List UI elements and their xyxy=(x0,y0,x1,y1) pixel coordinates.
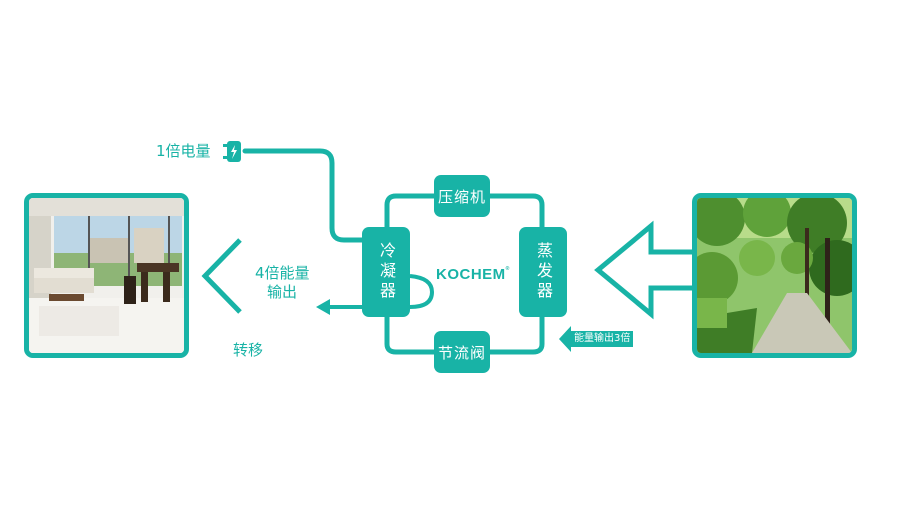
evaporator-box: 蒸发器 xyxy=(519,227,567,317)
compressor-box: 压缩机 xyxy=(434,175,490,217)
condenser-box: 冷凝器 xyxy=(362,227,410,317)
output-arrow-head xyxy=(316,299,330,315)
output-arrow-line xyxy=(330,274,435,309)
expansion-valve-box: 节流阀 xyxy=(434,331,490,373)
compressor-label: 压缩机 xyxy=(437,187,486,206)
output-label-line2: 输出 xyxy=(267,283,298,301)
loop-line-bottom-right xyxy=(487,311,545,355)
output-label-line1: 4倍能量 xyxy=(255,264,310,282)
power-cable xyxy=(242,148,367,243)
outdoor-forest-photo xyxy=(692,193,857,358)
brand-logo: KOCHEM® xyxy=(436,266,510,283)
energy-label-arrow xyxy=(559,326,633,352)
loop-line-top-left xyxy=(384,193,437,234)
indoor-room-photo xyxy=(24,193,189,358)
plug-icon xyxy=(223,141,241,162)
electric-input-label: 1倍电量 xyxy=(156,142,211,160)
loop-line-bottom-left xyxy=(384,311,437,355)
evaporator-label: 蒸发器 xyxy=(534,242,553,302)
environment-energy-arrow xyxy=(594,220,700,320)
expansion-valve-label: 节流阀 xyxy=(437,343,486,362)
transfer-label: 转移 xyxy=(233,341,264,359)
brand-text: KOCHEM xyxy=(436,266,506,283)
energy-from-env-label: 能量输出3倍 xyxy=(574,333,631,344)
loop-line-top-right xyxy=(487,193,545,234)
condenser-label: 冷凝器 xyxy=(377,242,396,302)
transfer-chevron xyxy=(201,238,242,314)
